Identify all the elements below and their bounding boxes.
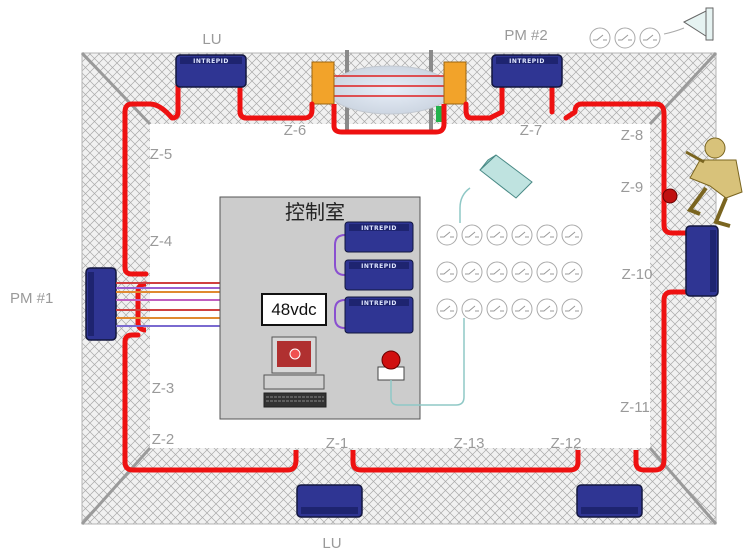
control-room-title: 控制室: [285, 200, 345, 224]
panel-wiring: [334, 234, 346, 329]
relay-switch-lever: [643, 34, 657, 41]
lu-top-label: LU: [202, 31, 221, 48]
zone-label: Z-4: [150, 233, 173, 250]
power-supply-box: [261, 293, 327, 326]
zone-label: Z-9: [621, 179, 644, 196]
zone-label: Z-12: [551, 435, 582, 452]
device-brand-label: INTREPID: [361, 225, 397, 232]
perimeter-fence: [80, 51, 718, 526]
processor-unit-top-left: INTREPID: [175, 54, 247, 88]
zone-label: Z-8: [621, 127, 644, 144]
relay-switch-lever: [490, 231, 504, 238]
relay-switch-lever: [515, 305, 529, 312]
zone-label: Z-5: [150, 146, 173, 163]
panel-unit-2: INTREPID: [344, 259, 414, 291]
lu-bottom-label: LU: [322, 535, 341, 552]
zone-label: Z-6: [284, 122, 307, 139]
relay-output-cable: [390, 318, 465, 406]
camera-icon: [459, 154, 533, 223]
zone-label: Z-7: [520, 122, 543, 139]
computer-icon: [263, 336, 327, 408]
pm1-label: PM #1: [10, 290, 53, 307]
relay-switch-lever: [540, 231, 554, 238]
processor-unit-bottom-left: [296, 484, 363, 518]
device-brand-label: INTREPID: [509, 58, 545, 65]
relay-switch-lever: [490, 305, 504, 312]
relay-switch-lever: [440, 268, 454, 275]
horn-icon: [663, 7, 714, 41]
processor-unit-top-right: INTREPID: [491, 54, 563, 88]
gate-beam-barrier: [311, 50, 467, 130]
relay-switch-lever: [565, 268, 579, 275]
processor-unit-left-pm1: [85, 267, 117, 341]
intruder-icon: [662, 137, 743, 228]
relay-switch-lever: [440, 231, 454, 238]
zone-label: Z-1: [326, 435, 349, 452]
relay-switch-lever: [515, 268, 529, 275]
panel-unit-1: INTREPID: [344, 221, 414, 253]
device-brand-label: INTREPID: [361, 300, 397, 307]
relay-switch-lever: [465, 231, 479, 238]
zone-label: Z-11: [620, 399, 650, 416]
relay-switch-lever: [593, 34, 607, 41]
relay-switch-array: [436, 27, 661, 320]
zone-label: Z-10: [622, 266, 653, 283]
relay-switch-lever: [440, 305, 454, 312]
zone-label: Z-2: [152, 431, 175, 448]
relay-switch-lever: [465, 268, 479, 275]
relay-switch-lever: [515, 231, 529, 238]
device-brand-label: INTREPID: [193, 58, 229, 65]
relay-switch-lever: [565, 305, 579, 312]
zone-label: Z-3: [152, 380, 175, 397]
relay-switch-lever: [465, 305, 479, 312]
relay-switch-lever: [490, 268, 504, 275]
processor-unit-bottom-right: [576, 484, 643, 518]
relay-switch-lever: [540, 268, 554, 275]
pm2-label: PM #2: [504, 27, 547, 44]
relay-switch-lever: [618, 34, 632, 41]
relay-switch-lever: [540, 305, 554, 312]
relay-switch-lever: [565, 231, 579, 238]
power-supply-label: 48vdc: [271, 300, 317, 319]
processor-unit-right: [685, 225, 719, 297]
device-brand-label: INTREPID: [361, 263, 397, 270]
alarm-beacon-icon: [377, 350, 405, 381]
zone-label: Z-13: [454, 435, 485, 452]
panel-unit-3: INTREPID: [344, 296, 414, 334]
